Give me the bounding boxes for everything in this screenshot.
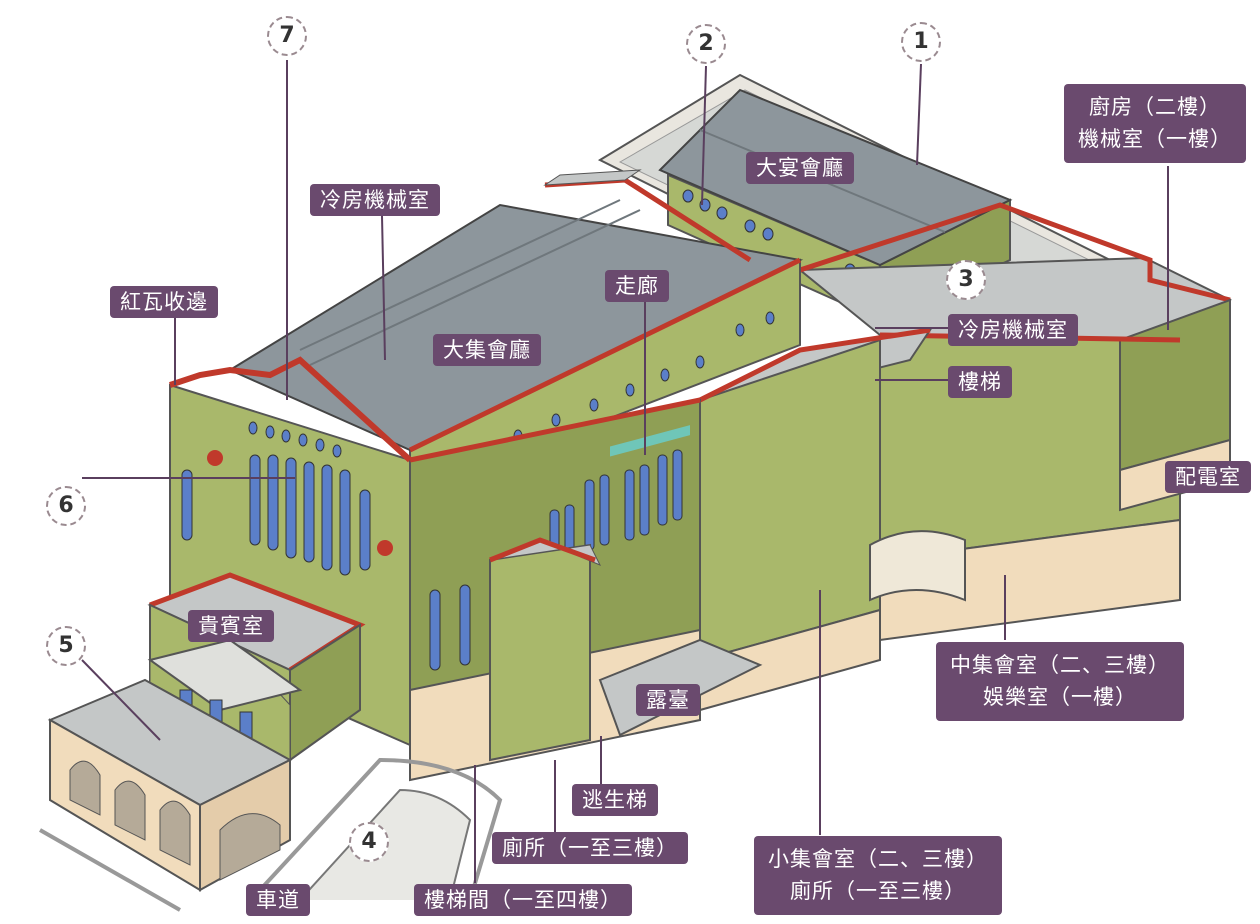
label-great-hall: 大集會廳 (433, 334, 541, 367)
leader-ac-left (381, 215, 386, 361)
label-small-hall: 小集會室（二、三樓） 廁所（一至三樓） (754, 836, 1002, 915)
marker-3: 3 (946, 260, 986, 300)
label-stairs: 樓梯 (948, 366, 1012, 399)
label-corridor: 走廊 (605, 270, 669, 303)
label-toilet: 廁所（一至三樓） (492, 832, 688, 865)
label-kitchen: 廚房（二樓） 機械室（一樓） (1064, 84, 1246, 163)
driveway-path (39, 757, 503, 912)
label-driveway: 車道 (246, 884, 310, 917)
leader-1 (916, 63, 922, 166)
label-middle-hall: 中集會室（二、三樓） 娛樂室（一樓） (936, 642, 1184, 721)
small-hall-line1: 小集會室（二、三樓） (768, 847, 988, 871)
marker-5: 5 (46, 626, 86, 666)
label-power-room: 配電室 (1165, 461, 1251, 494)
marker-1: 1 (901, 22, 941, 62)
label-red-tile-edge: 紅瓦收邊 (110, 286, 218, 319)
marker-6: 6 (46, 486, 86, 526)
label-banquet-hall: 大宴會廳 (746, 152, 854, 185)
entrance-canopy (869, 530, 966, 602)
leader-5 (81, 659, 161, 741)
label-stairwell: 樓梯間（一至四樓） (414, 884, 632, 917)
red-tile-edge (169, 356, 413, 463)
stair-tower (489, 543, 591, 762)
marker-4: 4 (349, 822, 389, 862)
marker-2: 2 (686, 24, 726, 64)
middle-hall-line2: 娛樂室（一樓） (983, 684, 1137, 709)
marker-7: 7 (267, 16, 307, 56)
kitchen-line2: 機械室（一樓） (1078, 126, 1232, 151)
label-vip-room: 貴賓室 (188, 610, 274, 643)
label-ac-room-right: 冷房機械室 (948, 314, 1078, 347)
middle-hall-line1: 中集會室（二、三樓） (950, 653, 1170, 677)
leader-2 (701, 65, 707, 206)
small-hall-line2: 廁所（一至三樓） (790, 878, 966, 903)
label-ac-room-left: 冷房機械室 (310, 184, 440, 217)
kitchen-line1: 廚房（二樓） (1089, 95, 1221, 119)
label-escape-stairs: 逃生梯 (572, 784, 658, 817)
label-terrace: 露臺 (636, 684, 700, 717)
